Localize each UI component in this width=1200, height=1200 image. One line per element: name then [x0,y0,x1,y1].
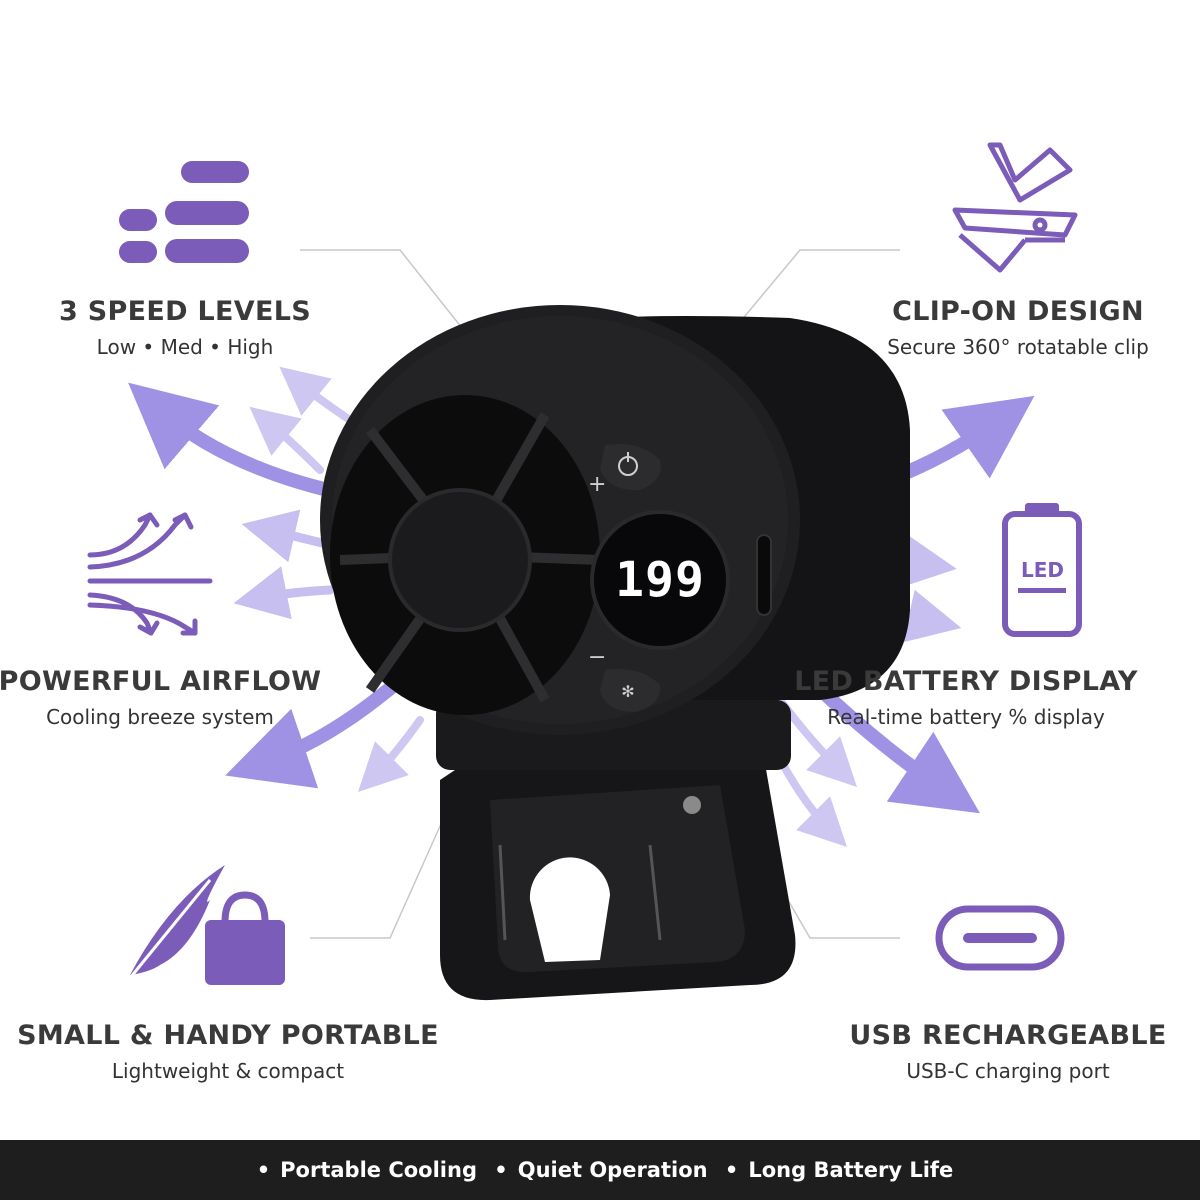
feature-speed: 3 SPEED LEVELS Low • Med • High [0,296,415,359]
footer-item-long-battery-life: Long Battery Life [748,1158,954,1182]
battery-icon-label: LED [1020,558,1064,582]
feather-bag-icon [128,865,285,985]
battery-icon: LED [1000,500,1085,640]
usb-c-port [756,534,772,616]
device-clip [436,700,796,1001]
display-value: 199 [615,552,705,608]
footer-item-quiet-operation: Quiet Operation [517,1158,708,1182]
feature-airflow-subtitle: Cooling breeze system [46,705,274,729]
clip-icon [952,142,1078,273]
feature-usb-subtitle: USB-C charging port [906,1059,1110,1083]
feature-clip-subtitle: Secure 360° rotatable clip [887,335,1149,359]
feature-speed-title: 3 SPEED LEVELS [59,296,311,327]
plus-symbol: + [588,472,607,497]
usb-c-port-icon [935,905,1065,971]
feature-clip: CLIP-ON DESIGN Secure 360° rotatable cli… [788,296,1200,359]
feature-clip-title: CLIP-ON DESIGN [892,296,1144,327]
led-display [590,510,730,650]
footer-separator: • [256,1158,271,1182]
feature-battery-subtitle: Real-time battery % display [827,705,1105,729]
footer-separator: • [494,1158,508,1182]
feature-portable-title: SMALL & HANDY PORTABLE [17,1020,439,1051]
feature-usb-title: USB RECHARGEABLE [849,1020,1167,1051]
minus-symbol: − [588,645,607,670]
feature-battery-title: LED BATTERY DISPLAY [794,666,1138,697]
feature-airflow-title: POWERFUL AIRFLOW [0,666,322,697]
speed-bars-icon [119,161,249,263]
footer-bar: • Portable Cooling • Quiet Operation • Long… [0,1140,1200,1200]
feature-usb: USB RECHARGEABLE USB-C charging port [778,1020,1200,1083]
feature-portable-subtitle: Lightweight & compact [111,1059,345,1083]
feature-portable: SMALL & HANDY PORTABLE Lightweight & com… [0,1020,458,1083]
feature-airflow: POWERFUL AIRFLOW Cooling breeze system [0,666,390,729]
feature-speed-subtitle: Low • Med • High [96,335,274,359]
svg-text:✻: ✻ [621,682,634,701]
power-button[interactable] [600,444,661,491]
footer-item-portable-cooling: Portable Cooling [280,1158,477,1182]
airflow-icon [87,512,213,636]
footer-separator: • [724,1158,739,1182]
fan-grille [330,395,601,715]
mode-button[interactable]: ✻ [600,669,661,712]
feature-battery: LED BATTERY DISPLAY Real-time battery % … [736,666,1196,729]
